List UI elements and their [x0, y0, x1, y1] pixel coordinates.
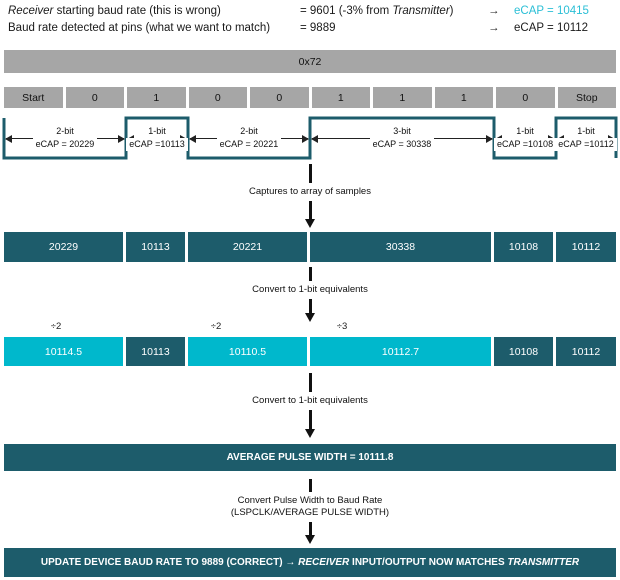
flow-arrow-convert-1: Convert to 1-bit equivalents	[0, 267, 620, 322]
flow-arrow-baud-rate: Convert Pulse Width to Baud Rate (LSPCLK…	[0, 479, 620, 544]
bit-cell: 1	[127, 87, 189, 108]
samples-row: 20229 10113 20221 30338 10108 10112	[4, 232, 616, 262]
down-arrowhead-icon	[305, 535, 315, 544]
flow-step-label: Convert Pulse Width to Baud Rate (LSPCLK…	[230, 495, 390, 518]
right-arrowhead-icon	[302, 135, 309, 143]
detected-baud-value: = 9889	[300, 22, 336, 34]
divisor-label: ÷2	[50, 321, 62, 332]
bit-cell: 0	[496, 87, 558, 108]
bit-cell: 1	[434, 87, 496, 108]
right-arrow-icon: →	[488, 22, 500, 34]
arrow-line	[308, 373, 312, 392]
bit-cell: 0	[188, 87, 250, 108]
converted-cell: 10112.7	[310, 337, 494, 366]
arrow-line	[308, 267, 312, 281]
sample-cell: 10113	[126, 232, 188, 262]
down-arrowhead-icon	[305, 313, 315, 322]
converted-row: 10114.5 10113 10110.5 10112.7 10108 1011…	[4, 337, 616, 366]
converted-cell: 10110.5	[188, 337, 310, 366]
byte-value: 0x72	[4, 50, 616, 73]
bit-cell: 1	[373, 87, 435, 108]
receiver-baud-label: Receiver starting baud rate (this is wro…	[8, 5, 221, 17]
right-arrowhead-icon	[486, 135, 493, 143]
detected-ecap-value: eCAP = 10112	[514, 22, 589, 34]
flow-step-label: Convert to 1-bit equivalents	[252, 284, 368, 295]
bit-cell: 1	[311, 87, 373, 108]
average-pulse-width-label: AVERAGE PULSE WIDTH = 10111.8	[226, 452, 394, 463]
arrow-line	[308, 164, 312, 183]
update-baud-rate-label: UPDATE DEVICE BAUD RATE TO 9889 (CORRECT…	[40, 557, 580, 568]
down-arrowhead-icon	[305, 429, 315, 438]
bit-cell-stop: Stop	[557, 87, 616, 108]
average-pulse-width-bar: AVERAGE PULSE WIDTH = 10111.8	[4, 444, 616, 471]
header-row-receiver: Receiver starting baud rate (this is wro…	[8, 3, 618, 19]
waveform-trace	[2, 116, 618, 160]
header-row-detected: Baud rate detected at pins (what we want…	[8, 20, 618, 36]
converted-cell: 10114.5	[4, 337, 126, 366]
bit-cell-start: Start	[4, 87, 66, 108]
right-arrow-icon: →	[488, 5, 500, 17]
arrow-line	[308, 522, 312, 535]
down-arrowhead-icon	[305, 219, 315, 228]
flow-step-label: Captures to array of samples	[249, 185, 371, 197]
right-arrowhead-icon	[118, 135, 125, 143]
converted-cell: 10108	[494, 337, 556, 366]
sample-cell: 10108	[494, 232, 556, 262]
divisor-row: ÷2 ÷2 ÷3	[4, 321, 616, 335]
arrow-line	[308, 299, 312, 313]
arrow-line	[308, 410, 312, 429]
converted-cell: 10112	[556, 337, 616, 366]
receiver-ecap-value: eCAP = 10415	[514, 5, 589, 17]
converted-cell: 10113	[126, 337, 188, 366]
divisor-label: ÷2	[210, 321, 222, 332]
arrow-line	[308, 479, 312, 492]
bit-frame-bar: Start 0 1 0 0 1 1 1 0 Stop	[4, 87, 616, 108]
flow-arrow-convert-2: Convert to 1-bit equivalents	[0, 373, 620, 438]
sample-cell: 10112	[556, 232, 616, 262]
receiver-baud-value: = 9601 (-3% from Transmitter)	[300, 5, 454, 17]
sample-cell: 20229	[4, 232, 126, 262]
bit-cell: 0	[250, 87, 312, 108]
arrow-line	[308, 200, 312, 219]
left-arrowhead-icon	[311, 135, 318, 143]
sample-cell: 30338	[310, 232, 494, 262]
update-baud-rate-bar: UPDATE DEVICE BAUD RATE TO 9889 (CORRECT…	[4, 548, 616, 577]
flow-arrow-captures: Captures to array of samples	[0, 164, 620, 228]
sample-cell: 20221	[188, 232, 310, 262]
divisor-label: ÷3	[336, 321, 348, 332]
bit-cell: 0	[65, 87, 127, 108]
byte-value-bar: 0x72	[4, 50, 616, 73]
flow-step-label: Convert to 1-bit equivalents	[252, 395, 368, 406]
left-arrowhead-icon	[189, 135, 196, 143]
left-arrowhead-icon	[5, 135, 12, 143]
detected-baud-label: Baud rate detected at pins (what we want…	[8, 22, 271, 34]
